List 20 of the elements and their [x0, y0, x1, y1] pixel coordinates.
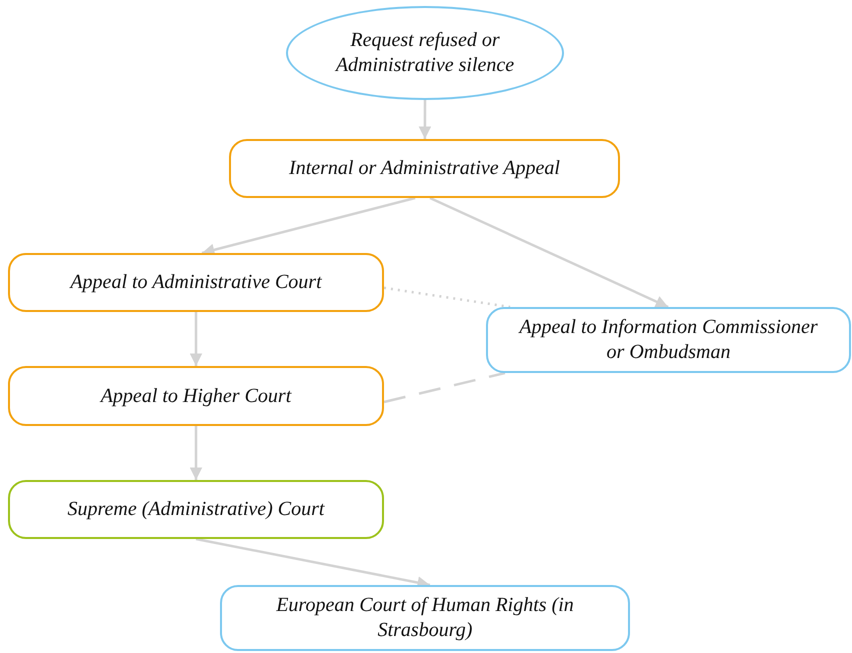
arrow	[202, 196, 416, 256]
node-label: Appeal to Information Commissioner or Ombudsman	[518, 315, 818, 365]
node-label: European Court of Human Rights (in Strasbourg)	[275, 593, 575, 643]
process-box	[220, 585, 630, 651]
process-box	[229, 139, 620, 198]
node-label: Supreme (Administrative) Court	[67, 497, 324, 522]
arrow	[418, 100, 432, 139]
connector-line	[384, 372, 506, 404]
process-box	[8, 253, 384, 312]
node-label: Request refused or Administrative silence	[334, 28, 516, 78]
process-box	[8, 366, 384, 426]
arrow	[190, 312, 202, 366]
arrow	[190, 426, 202, 480]
arrow	[429, 196, 669, 308]
node-label: Appeal to Administrative Court	[70, 270, 322, 295]
node-label: Internal or Administrative Appeal	[289, 156, 560, 181]
process-box	[8, 480, 384, 539]
process-box	[486, 307, 851, 373]
node-label: Appeal to Higher Court	[100, 384, 292, 408]
connector-line	[384, 286, 510, 308]
